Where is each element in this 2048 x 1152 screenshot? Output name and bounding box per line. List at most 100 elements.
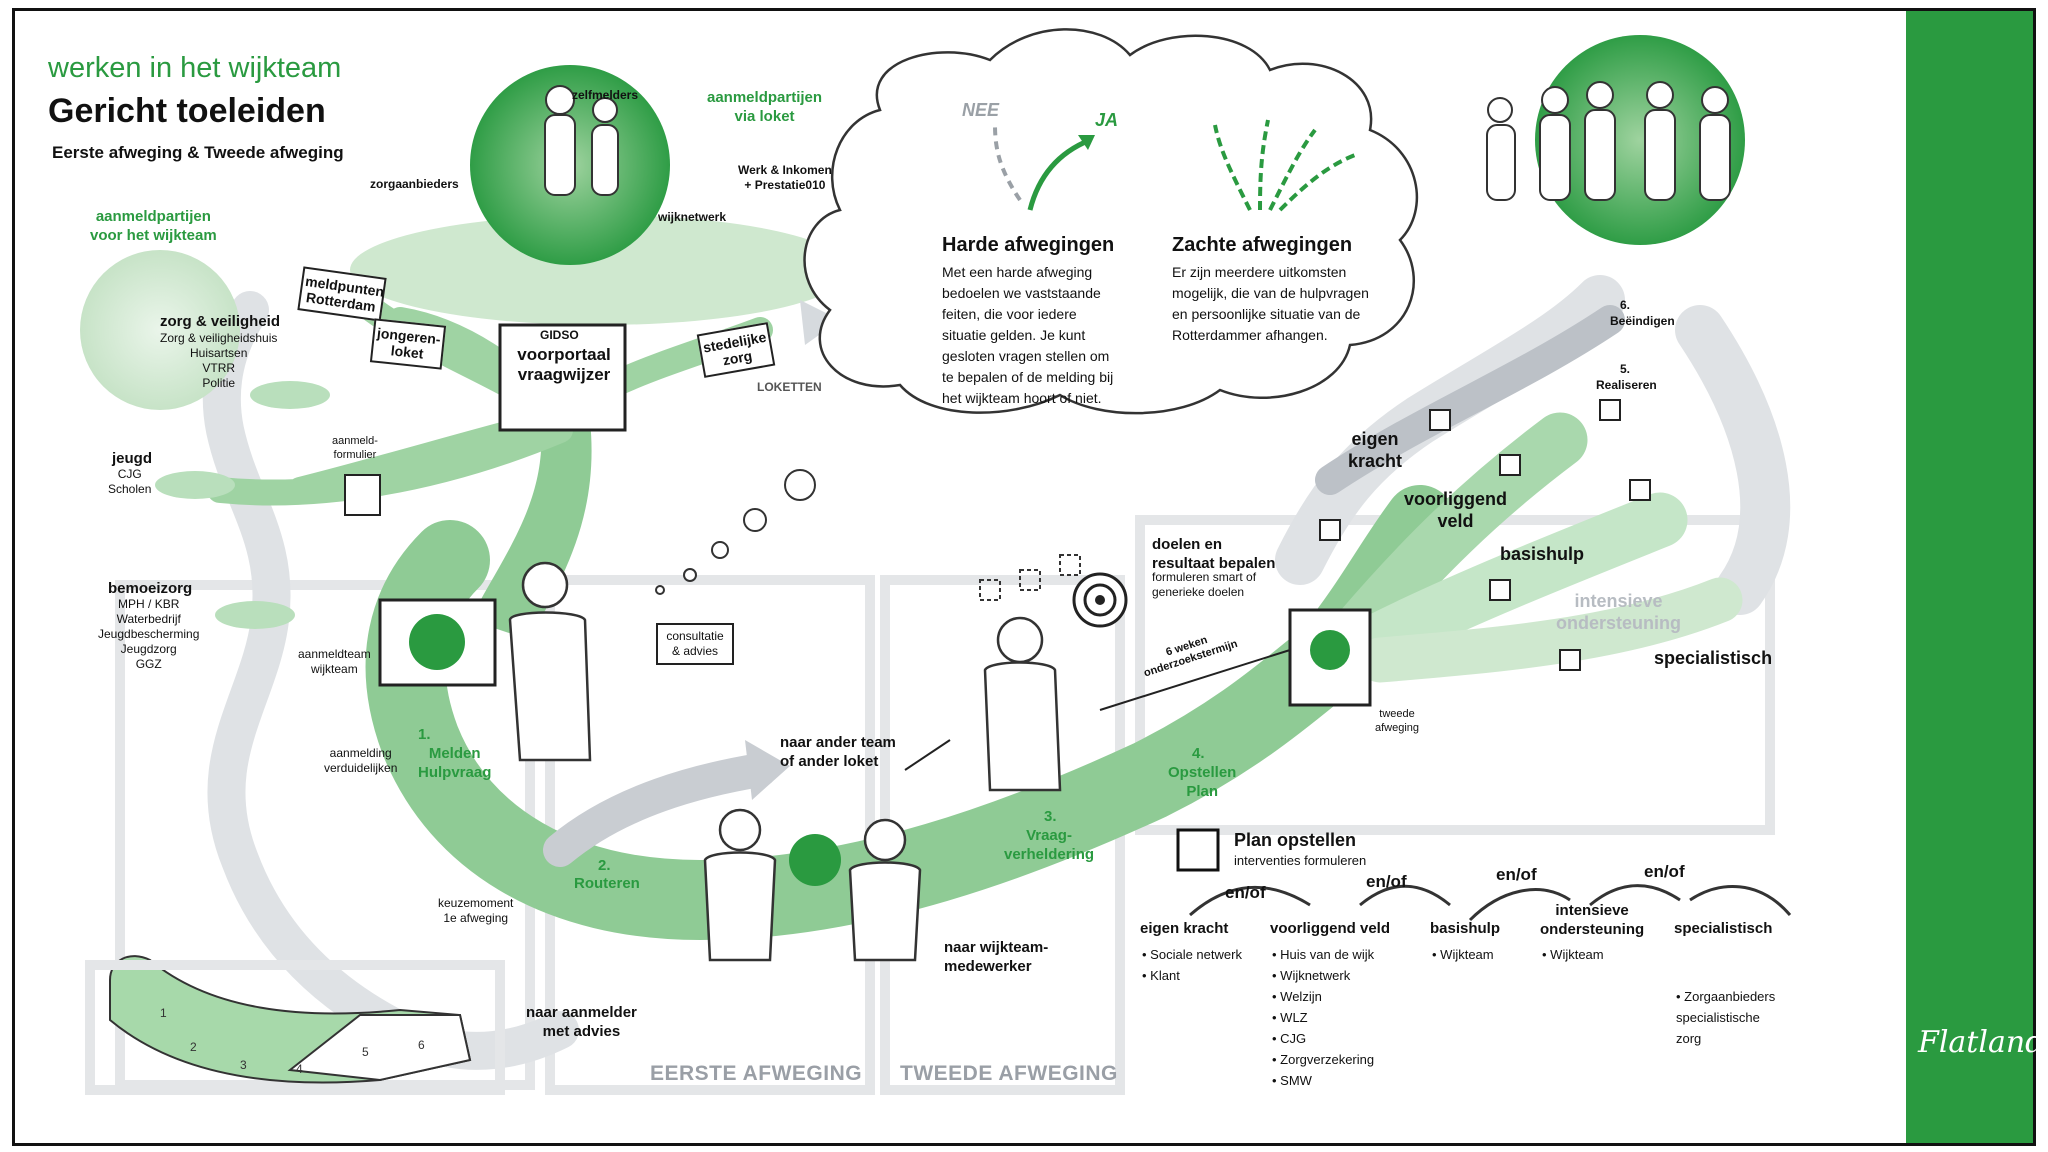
arrow-naar-ander-team bbox=[543, 753, 777, 867]
plan-item: CJG bbox=[1272, 1028, 1374, 1049]
plan-item: Zorgaanbieders specialistische zorg bbox=[1676, 986, 1775, 1049]
plan-item: Zorgverzekering bbox=[1272, 1049, 1374, 1070]
form-icon bbox=[344, 474, 381, 516]
plan-col-intensieve: intensieve ondersteuning bbox=[1540, 902, 1645, 938]
tree-trunk bbox=[470, 420, 592, 640]
zorg-veiligheid-items: Zorg & veiligheidshuis Huisartsen VTRR P… bbox=[160, 331, 278, 390]
arrow-head-loketten bbox=[800, 300, 840, 345]
branch-specialistisch: specialistisch bbox=[1654, 648, 1773, 668]
tweede-afweging-label: tweede afweging bbox=[1375, 708, 1420, 734]
flatland-logo: Flatland bbox=[1918, 1025, 2045, 1060]
section-eerste-afweging: EERSTE AFWEGING bbox=[650, 1062, 863, 1085]
worker-figures bbox=[508, 561, 1062, 962]
arrow-naar-ander-team-line bbox=[904, 739, 951, 771]
plan-col-specialistisch: specialistisch bbox=[1674, 920, 1773, 937]
wijkteam-circle bbox=[80, 250, 240, 410]
thought-dot-3 bbox=[711, 541, 729, 559]
enof-2: en/of bbox=[1366, 872, 1407, 891]
jeugd-title: jeugd bbox=[112, 450, 152, 467]
branch-intensieve: intensieve ondersteuning bbox=[1556, 591, 1681, 633]
mini-track-3: 3 bbox=[240, 1058, 247, 1072]
mini-track-box bbox=[85, 960, 505, 1095]
plan-col-intensieve-list: Wijkteam bbox=[1542, 944, 1603, 965]
target-bullseye bbox=[1095, 595, 1105, 605]
thought-dot-4 bbox=[683, 568, 697, 582]
mini-track-2: 2 bbox=[190, 1040, 197, 1054]
jongerenloket-sign: jongeren- loket bbox=[369, 318, 447, 370]
zorg-veiligheid-title: zorg & veiligheid bbox=[160, 313, 281, 330]
monitor-logo bbox=[409, 614, 465, 670]
voorportaal-screen bbox=[498, 323, 627, 432]
arrow-6-weken bbox=[1099, 649, 1291, 711]
plan-item: Huis van de wijk bbox=[1272, 944, 1374, 965]
consultatie-bubble: consultatie & advies bbox=[656, 623, 734, 665]
brand-sidebar bbox=[1906, 8, 2036, 1146]
step-4-label: Opstellen Plan bbox=[1168, 764, 1237, 800]
green-branch-2 bbox=[1332, 412, 1588, 658]
plan-title: Plan opstellen bbox=[1234, 830, 1357, 850]
harde-afwegingen-title: Harde afwegingen bbox=[942, 234, 1115, 256]
check-voorliggend bbox=[1499, 454, 1521, 476]
zorg-platform bbox=[250, 381, 330, 409]
step-1-label: Melden Hulpvraag bbox=[418, 745, 492, 781]
mini-track-4: 4 bbox=[296, 1062, 303, 1076]
plan-checkbox bbox=[1176, 828, 1220, 872]
plan-col-eigen-kracht: eigen kracht bbox=[1140, 920, 1229, 937]
aanmelding-verduidelijken-label: aanmelding verduidelijken bbox=[324, 746, 398, 775]
step-1-num: 1. bbox=[418, 726, 431, 743]
dashed-box-2 bbox=[1019, 569, 1041, 591]
handover-logo bbox=[789, 834, 841, 886]
connector-1 bbox=[1189, 885, 1311, 917]
wijknetwerk-label: wijknetwerk bbox=[658, 210, 727, 224]
plan-col-basishulp: basishulp bbox=[1430, 920, 1501, 937]
keuzemoment-label: keuzemoment 1e afweging bbox=[438, 896, 514, 925]
nee-label: NEE bbox=[962, 100, 1000, 120]
enof-1: en/of bbox=[1225, 883, 1266, 902]
doelen-title: doelen en resultaat bepalen bbox=[1152, 536, 1276, 572]
arrow-nee bbox=[993, 124, 1022, 202]
jeugd-platform bbox=[155, 471, 235, 499]
wijkteam-partners-heading: aanmeldpartijen voor het wijkteam bbox=[90, 208, 217, 244]
arrow-head-ander-team bbox=[745, 740, 790, 800]
jeugd-items: CJG Scholen bbox=[108, 467, 152, 496]
step-4-num: 4. bbox=[1192, 745, 1205, 762]
loket-partners-heading: aanmeldpartijen via loket bbox=[707, 89, 823, 125]
branch-top bbox=[1315, 305, 1625, 495]
naar-ander-team-label: naar ander team of ander loket bbox=[780, 734, 896, 770]
connector-4 bbox=[1589, 884, 1681, 907]
mini-track-5: 5 bbox=[362, 1045, 369, 1059]
step-3-label: Vraag- verheldering bbox=[1004, 827, 1095, 863]
plan-item: Wijkteam bbox=[1432, 944, 1493, 965]
aanmeldteam-label: aanmeldteam wijkteam bbox=[298, 647, 371, 676]
dashed-box-1 bbox=[979, 579, 1001, 601]
check-6 bbox=[1559, 649, 1581, 671]
tree-branches bbox=[207, 287, 773, 506]
plan-item: Wijknetwerk bbox=[1272, 965, 1374, 986]
bemoeizorg-title: bemoeizorg bbox=[108, 580, 193, 597]
gidso-label: GIDSO bbox=[540, 328, 579, 342]
plan-col-voorliggend-veld: voorliggend veld bbox=[1270, 920, 1391, 937]
thought-dot-2 bbox=[743, 508, 767, 532]
voorportaal-label: voorportaal vraagwijzer bbox=[517, 345, 611, 384]
plan-item: Sociale netwerk bbox=[1142, 944, 1242, 965]
step-5-label: Realiseren bbox=[1596, 378, 1657, 392]
branch-eigen-kracht: eigen kracht bbox=[1348, 429, 1403, 471]
step-6-num: 6. bbox=[1620, 298, 1631, 312]
page-title: Gericht toeleiden bbox=[48, 92, 326, 130]
check-intensieve bbox=[1629, 479, 1651, 501]
branch-basishulp: basishulp bbox=[1500, 544, 1585, 564]
soft-arrows bbox=[1213, 119, 1356, 212]
naar-aanmelder-label: naar aanmelder met advies bbox=[526, 1004, 637, 1040]
zorgaanbieders-label: zorgaanbieders bbox=[370, 177, 459, 191]
plan-col-eigen-kracht-list: Sociale netwerk Klant bbox=[1142, 944, 1242, 986]
plan-item: Welzijn bbox=[1272, 986, 1374, 1007]
bemoeizorg-items: MPH / KBR Waterbedrijf Jeugdbescherming … bbox=[98, 597, 200, 671]
green-branch-3 bbox=[1352, 492, 1688, 668]
step-5-num: 5. bbox=[1620, 362, 1631, 376]
plan-item: SMW bbox=[1272, 1070, 1374, 1091]
werk-inkomen-label: Werk & Inkomen + Prestatie010 bbox=[738, 163, 832, 192]
loketten-label: LOKETTEN bbox=[757, 380, 822, 394]
plan-col-specialistisch-list: Zorgaanbieders specialistische zorg bbox=[1676, 944, 1775, 1091]
